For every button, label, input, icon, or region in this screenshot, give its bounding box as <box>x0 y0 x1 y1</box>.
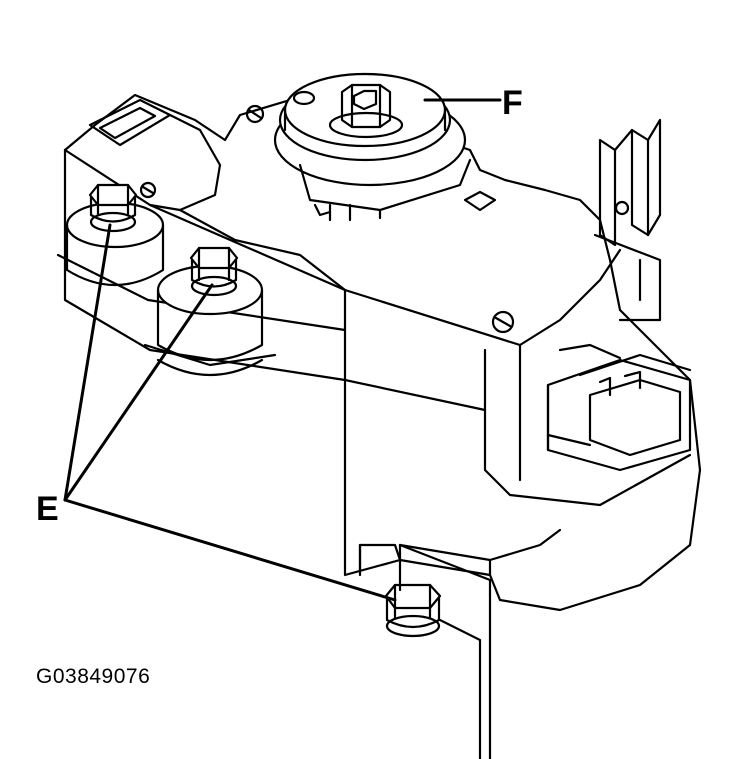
leader-line-e-lower <box>63 498 397 602</box>
mounting-tabs <box>593 118 662 322</box>
bolt-center <box>189 246 239 297</box>
callout-label-e: E <box>36 490 59 528</box>
bolt-lower <box>384 583 442 638</box>
bolt-upper-left <box>88 183 138 233</box>
leader-line-e-center <box>63 283 214 502</box>
leader-line-e-upper <box>63 223 112 502</box>
callout-label-f: F <box>502 84 523 122</box>
leader-lines <box>63 98 502 602</box>
lower-bracket <box>358 543 492 759</box>
upper-bracket <box>88 98 222 212</box>
electrical-connector <box>546 343 692 472</box>
figure-id: G03849076 <box>36 665 151 688</box>
small-screws <box>139 104 515 334</box>
cam-hex-nut <box>328 83 404 139</box>
